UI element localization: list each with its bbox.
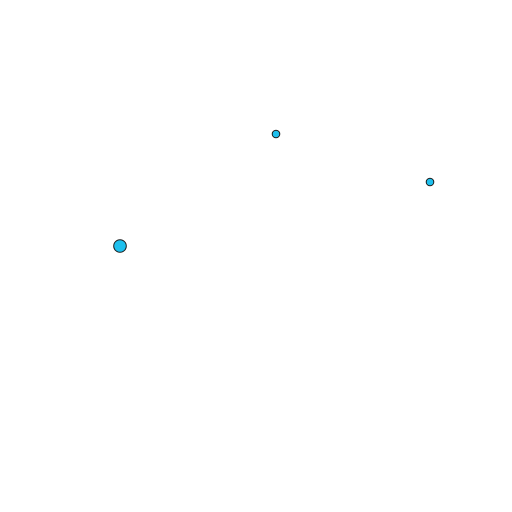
dot-large-left <box>113 239 127 253</box>
dot-small-top <box>271 129 281 139</box>
dot-small-right <box>425 177 435 187</box>
